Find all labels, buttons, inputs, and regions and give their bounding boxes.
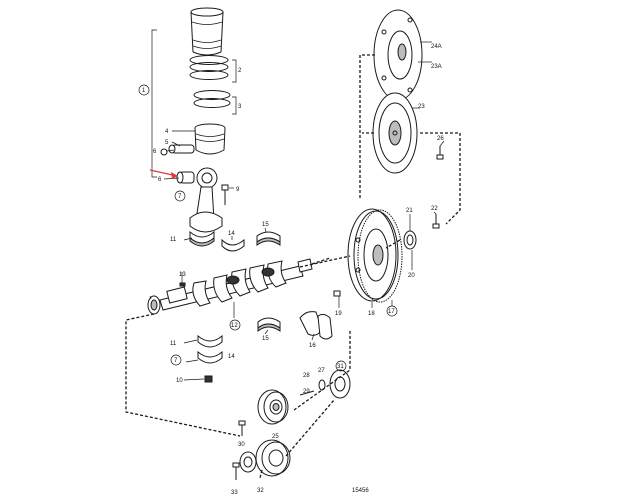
callout-3: 3: [238, 104, 242, 110]
bolt-30: [238, 420, 246, 436]
circlip: [160, 148, 168, 156]
callout-16: 16: [309, 343, 316, 349]
callout-17: 17: [388, 309, 395, 315]
callout-1: 1: [142, 88, 146, 94]
drawing-reference-number: 15456: [352, 488, 369, 494]
callout-6-bushing: 6: [158, 177, 162, 183]
callout-labels: 1 2 3 4 5 6 6 7 7 9 10 11 11 12 13 14 14…: [138, 44, 444, 496]
callout-15-top: 15: [262, 222, 269, 228]
callout-7-rod: 7: [178, 194, 182, 200]
washer-27: [318, 379, 326, 391]
callout-24a: 24A: [431, 44, 442, 50]
callout-2: 2: [238, 68, 242, 74]
crankshaft-gear: [147, 295, 161, 315]
nut-10: [204, 375, 213, 383]
crankshaft: [159, 258, 313, 311]
bolt-26: [436, 146, 444, 160]
damper-plate-23: [372, 92, 418, 174]
bearing-shell-15-bottom: [257, 317, 281, 333]
callout-25: 25: [272, 434, 279, 440]
callout-32: 32: [257, 488, 264, 494]
callout-11-bottom: 11: [170, 341, 177, 347]
bearing-shell-14-bottom: [197, 350, 223, 364]
connecting-rod: [189, 167, 223, 233]
callout-18: 18: [368, 311, 375, 317]
callout-31: 31: [337, 364, 344, 370]
pilot-bearing: [403, 230, 417, 250]
crank-pulley: [255, 439, 291, 477]
flywheel-bolt: [432, 214, 440, 229]
bracket-group-1: [151, 29, 237, 178]
callout-19: 19: [335, 311, 342, 317]
callout-5: 5: [165, 140, 169, 146]
con-rod-bolt: [221, 184, 229, 205]
callout-23: 23: [418, 104, 425, 110]
bearing-shell-14-top: [221, 238, 245, 252]
bearing-shell-11-bottom: [197, 334, 223, 348]
cylinder-liner: [190, 7, 224, 56]
piston-rings-upper: [189, 55, 229, 80]
callout-22: 22: [431, 206, 438, 212]
callout-23a: 23A: [431, 64, 442, 70]
front-hub: [239, 451, 257, 473]
flywheel: [347, 208, 399, 302]
callout-7-lower: 7: [174, 358, 178, 364]
ring-gear: [357, 209, 403, 303]
callout-4: 4: [165, 129, 169, 135]
assembly-lines: [125, 54, 461, 479]
callout-9: 9: [236, 187, 240, 193]
piston: [194, 123, 226, 155]
callout-27: 27: [318, 368, 325, 374]
callout-20: 20: [408, 273, 415, 279]
drive-plate-24a: [373, 9, 423, 101]
callout-6-circlip: 6: [153, 149, 157, 155]
callout-12: 12: [231, 323, 238, 329]
leader-lines-piston: [163, 130, 234, 189]
hub-31: [329, 369, 351, 399]
callout-14-bottom: 14: [228, 354, 235, 360]
callout-10: 10: [176, 378, 183, 384]
leader-lines: [149, 41, 445, 381]
callout-26: 26: [437, 136, 444, 142]
highlight-arrow: [149, 169, 178, 179]
callout-33: 33: [231, 490, 238, 496]
piston-pin: [168, 144, 195, 154]
callout-14-top: 14: [228, 231, 235, 237]
vibration-damper: [257, 389, 289, 425]
key-13: [179, 277, 186, 287]
callout-28: 28: [303, 373, 310, 379]
dowel-pin: [333, 290, 341, 297]
bearing-shell-11-top: [189, 230, 215, 247]
thrust-washer: [299, 311, 333, 340]
callout-13: 13: [179, 272, 186, 278]
callout-30: 30: [238, 442, 245, 448]
callout-21: 21: [406, 208, 413, 214]
callout-11-top: 11: [170, 237, 177, 243]
piston-rings-lower: [193, 90, 231, 108]
pulley-bolt-33: [232, 462, 240, 480]
callout-29: 29: [303, 389, 310, 395]
small-end-bushing: [176, 171, 195, 184]
callout-15-bottom: 15: [262, 336, 269, 342]
bolt-28: [299, 390, 315, 396]
bearing-shell-15-top: [256, 231, 281, 246]
